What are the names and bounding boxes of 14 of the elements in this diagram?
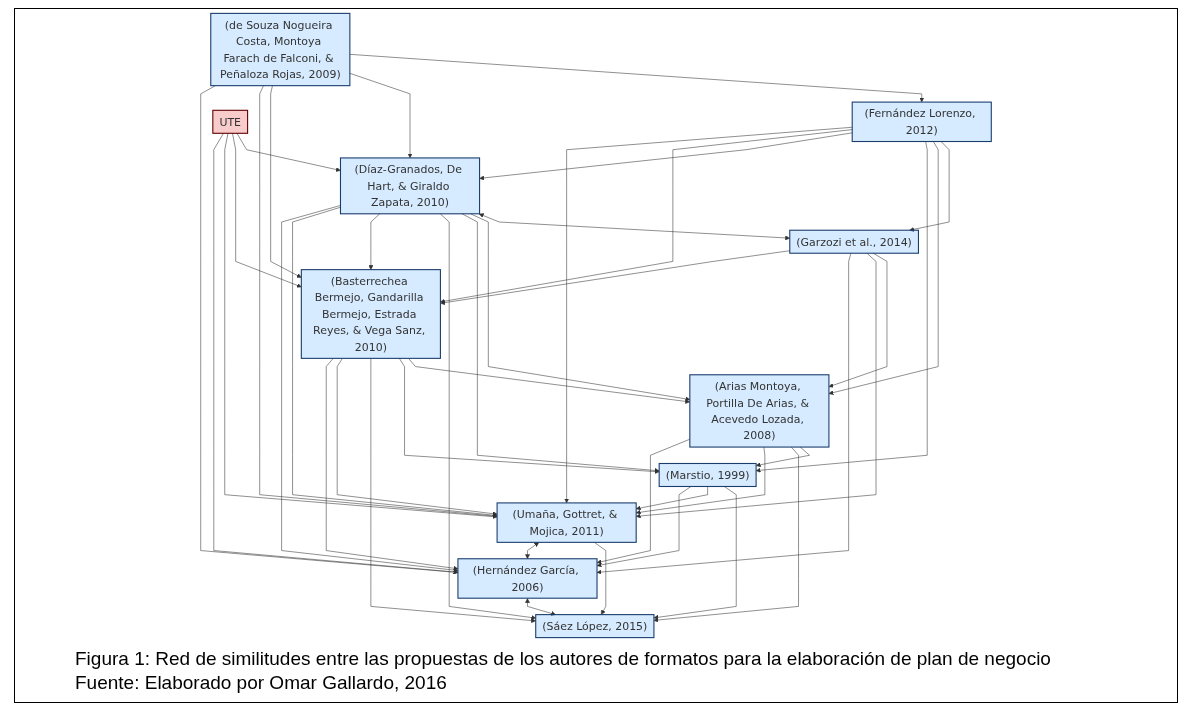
node-box: (Fernández Lorenzo, 2012) [851, 101, 992, 143]
node-box: (Umaña, Gottret, & Mojica, 2011) [496, 502, 637, 543]
node-box: (de Souza Nogueira Costa, Montoya Farach de Falconi, & Peñaloza Rojas, 2009) [210, 12, 351, 87]
node-box: UTE [212, 109, 249, 134]
node-box: (Díaz-Granados, De Hart, & Giraldo Zapata, 2010) [339, 157, 481, 215]
arrow [525, 542, 540, 559]
source-note: Fuente: Elaborado por Omar Gallardo, 2016 [75, 672, 447, 694]
node-box: (Garzozi et al., 2014) [789, 229, 919, 254]
node-box: (Hernández García, 2006) [457, 558, 598, 599]
node-box: (Arias Montoya, Portilla De Arias, & Acevedo Lozada, 2008) [689, 374, 830, 448]
figure-caption: Figura 1: Red de similitudes entre las propuestas de los autores de formatos para la elaboración de plan de negocio [75, 648, 1051, 670]
node-box: (Basterrechea Bermejo, Gandarilla Bermejo, Estrada Reyes, & Vega Sanz, 2010) [300, 269, 441, 359]
node-box: (Marstio, 1999) [658, 462, 757, 488]
node-box: (Sáez López, 2015) [535, 614, 655, 639]
